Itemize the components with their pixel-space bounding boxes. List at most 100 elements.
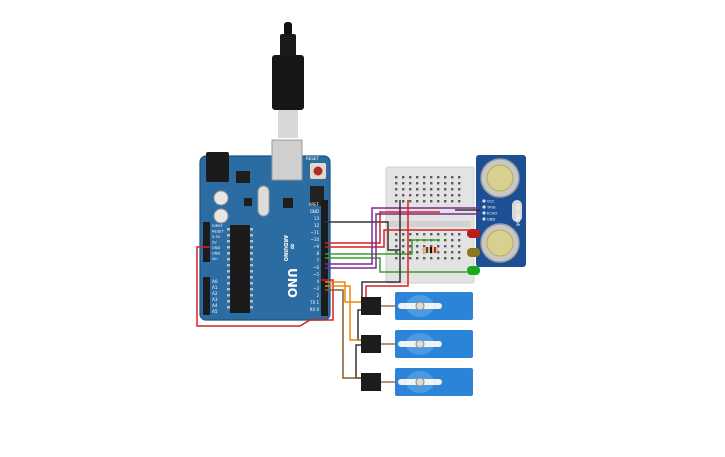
led-yellow[interactable]	[467, 248, 480, 257]
wire-signal-brown-3[interactable]	[325, 289, 362, 379]
breadboard-hole	[437, 188, 440, 191]
servo-motors	[361, 292, 473, 396]
breadboard-hole	[395, 233, 398, 236]
chip-leg	[227, 258, 230, 261]
breadboard-hole	[437, 194, 440, 197]
sensor-pin[interactable]	[482, 217, 486, 221]
breadboard[interactable]	[385, 166, 475, 284]
chip-leg	[227, 300, 230, 303]
breadboard-hole	[430, 194, 433, 197]
breadboard-hole	[416, 257, 419, 260]
breadboard-hole	[458, 182, 461, 185]
atmega-chip	[230, 225, 250, 313]
breadboard-hole	[430, 188, 433, 191]
arduino-uno-board[interactable]: RESET ∞ ARDUINO UNO IOREFRESET3.3V5VGNDG…	[199, 139, 338, 321]
breadboard-hole	[444, 194, 447, 197]
breadboard-hole	[458, 251, 461, 254]
digital-header	[321, 200, 328, 316]
wire-red-2[interactable]	[325, 229, 470, 248]
usb-cable	[272, 22, 304, 138]
servo-shaft	[415, 377, 425, 387]
breadboard-hole	[402, 233, 405, 236]
breadboard-hole	[451, 245, 454, 248]
cable-strain-relief	[280, 34, 296, 56]
breadboard-channel	[389, 221, 471, 227]
breadboard-hole	[395, 245, 398, 248]
wire-signal-orange-1[interactable]	[325, 281, 362, 303]
sensor-pin[interactable]	[482, 205, 486, 209]
usb-plug-body	[272, 55, 304, 110]
breadboard-hole	[458, 257, 461, 260]
wire-gnd-black[interactable]	[325, 221, 400, 251]
breadboard-hole	[423, 182, 426, 185]
breadboard-hole	[423, 245, 426, 248]
servo-motor[interactable]	[361, 330, 473, 358]
servo-motor[interactable]	[361, 368, 473, 396]
arduino-logo: ∞ ARDUINO UNO	[282, 235, 299, 298]
reset-button-cap[interactable]	[313, 166, 323, 176]
digital-pin-label: 7	[316, 258, 319, 263]
breadboard-hole	[402, 251, 405, 254]
breadboard-hole	[423, 233, 426, 236]
sensor-pin[interactable]	[482, 211, 486, 215]
breadboard-hole	[402, 194, 405, 197]
chip-leg	[250, 264, 253, 267]
breadboard-hole	[395, 257, 398, 260]
led-green[interactable]	[467, 266, 480, 275]
breadboard-hole	[416, 182, 419, 185]
chip-leg	[250, 282, 253, 285]
power-jack	[206, 152, 229, 182]
wire-signal-orange-2[interactable]	[325, 285, 362, 341]
breadboard-hole	[430, 182, 433, 185]
breadboard-hole	[409, 233, 412, 236]
wire-red-1[interactable]	[325, 211, 440, 244]
breadboard-hole	[395, 182, 398, 185]
breadboard-hole	[437, 251, 440, 254]
wire-green-1[interactable]	[325, 239, 440, 255]
sensor-pin[interactable]	[482, 199, 486, 203]
analog-pin-label: A3	[212, 297, 218, 302]
power-header	[203, 222, 210, 262]
wire-purple-1[interactable]	[325, 207, 480, 265]
chip-leg	[250, 246, 253, 249]
breadboard-hole	[458, 194, 461, 197]
wire-purple-2[interactable]	[325, 213, 480, 269]
breadboard-hole	[430, 200, 433, 203]
chip-leg	[227, 288, 230, 291]
wire-green-2[interactable]	[325, 257, 467, 273]
breadboard-hole	[451, 182, 454, 185]
led-red[interactable]	[467, 229, 480, 238]
chip-leg	[250, 294, 253, 297]
breadboard-hole	[409, 251, 412, 254]
wire-servo-gnd[interactable]	[361, 265, 401, 300]
chip-leg	[227, 234, 230, 237]
chip-leg	[250, 270, 253, 273]
wire-servo-vcc[interactable]	[365, 268, 409, 300]
digital-pin-label: 13	[314, 216, 320, 221]
servo-motor[interactable]	[361, 292, 473, 320]
breadboard-hole	[458, 245, 461, 248]
breadboard-hole	[409, 182, 412, 185]
usb-chip	[283, 198, 293, 208]
power-pin-label: RESET	[212, 230, 224, 234]
digital-pin-label: 8	[316, 251, 319, 256]
breadboard-hole	[409, 245, 412, 248]
usb-port	[271, 139, 303, 181]
breadboard-hole	[409, 200, 412, 203]
resistor[interactable]	[422, 247, 438, 253]
power-pin-label: 5V	[212, 241, 217, 245]
breadboard-hole	[451, 233, 454, 236]
breadboard-hole	[402, 239, 405, 242]
breadboard-hole	[437, 257, 440, 260]
digital-pin-label: ~10	[311, 237, 320, 242]
usb-plug-metal	[278, 110, 298, 138]
chip-leg	[250, 228, 253, 231]
breadboard-hole	[451, 239, 454, 242]
breadboard-hole	[402, 176, 405, 179]
chip-leg	[227, 306, 230, 309]
breadboard-hole	[444, 251, 447, 254]
breadboard-hole	[444, 176, 447, 179]
